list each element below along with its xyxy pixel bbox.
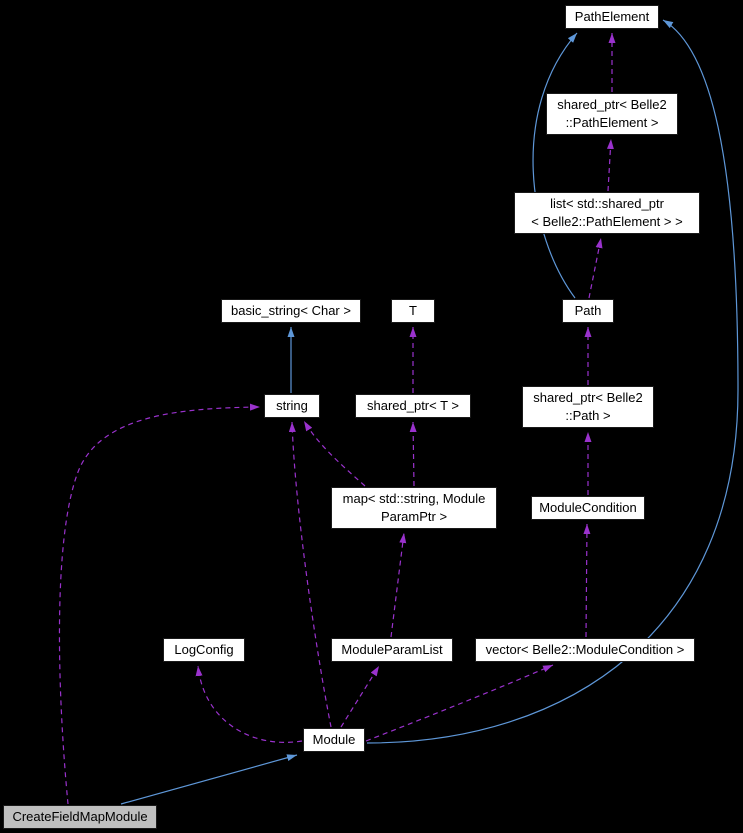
edge-createfieldmapmodule-to-string — [58, 403, 261, 805]
edge-vector-to-modulecondition — [583, 523, 591, 638]
edge-map-to-sharedptr-t — [409, 421, 417, 487]
edge-path-to-list — [588, 237, 603, 299]
node-sharedptr-path[interactable]: shared_ptr< Belle2 ::Path > — [522, 386, 654, 428]
node-sharedptr-pathelement[interactable]: shared_ptr< Belle2 ::PathElement > — [546, 93, 678, 135]
edge-map-to-string — [303, 420, 366, 487]
node-path[interactable]: Path — [562, 299, 614, 323]
edge-module-to-vector — [365, 664, 554, 742]
node-modulecondition[interactable]: ModuleCondition — [531, 496, 645, 520]
edge-module-to-pathelement — [366, 19, 739, 744]
node-string[interactable]: string — [264, 394, 320, 418]
edge-module-to-moduleparamlist — [340, 665, 380, 728]
node-logconfig[interactable]: LogConfig — [163, 638, 245, 662]
node-t[interactable]: T — [391, 299, 435, 323]
node-createfieldmapmodule[interactable]: CreateFieldMapModule — [3, 805, 157, 829]
edge-list-to-sharedptr-pathelement — [606, 138, 614, 192]
node-moduleparamlist[interactable]: ModuleParamList — [331, 638, 453, 662]
node-pathelement[interactable]: PathElement — [565, 5, 659, 29]
edge-createfieldmapmodule-to-module — [120, 754, 298, 805]
edge-moduleparamlist-to-map — [390, 532, 407, 638]
node-map-string-moduleparamptr[interactable]: map< std::string, Module ParamPtr > — [331, 487, 497, 529]
edge-module-to-string — [288, 421, 332, 728]
edge-module-to-logconfig — [195, 665, 303, 743]
node-module[interactable]: Module — [303, 728, 365, 752]
edge-path-to-pathelement — [532, 32, 578, 299]
node-sharedptr-t[interactable]: shared_ptr< T > — [355, 394, 471, 418]
node-vector-modulecondition[interactable]: vector< Belle2::ModuleCondition > — [475, 638, 695, 662]
node-list-sharedptr-pathelement[interactable]: list< std::shared_ptr < Belle2::PathElem… — [514, 192, 700, 234]
node-basicstring-char[interactable]: basic_string< Char > — [221, 299, 361, 323]
